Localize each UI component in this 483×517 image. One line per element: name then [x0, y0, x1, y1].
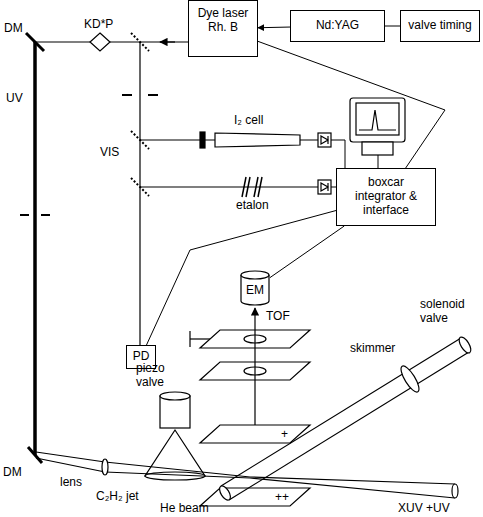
- part-label: lens: [60, 476, 82, 490]
- etalon: [258, 177, 262, 197]
- aperture: [20, 214, 29, 216]
- computer-monitor: [356, 103, 399, 135]
- node-text: Dye laser Rh. B: [193, 7, 253, 35]
- beam-splitter: [131, 33, 149, 196]
- visible-beam: [36, 42, 318, 345]
- ground-symbol: [189, 331, 190, 347]
- etalon: [246, 177, 250, 197]
- he-beam: [217, 484, 232, 502]
- visible-beam: [160, 41, 175, 42]
- uv-beam: [33, 42, 37, 455]
- visible-beam: [140, 186, 318, 187]
- photodiode: [321, 183, 328, 191]
- part-label: I₂ cell: [234, 114, 263, 128]
- tof-arrow: [254, 308, 255, 425]
- beam-label: VIS: [100, 146, 119, 160]
- laser-box: Nd:YAG: [290, 10, 385, 42]
- aperture: [41, 214, 50, 216]
- dichroic-mirror: [28, 447, 42, 463]
- laser-beam: [102, 459, 108, 475]
- he-beam: [398, 364, 422, 395]
- part-label: KD*P: [84, 18, 113, 32]
- piezo-valve: [160, 396, 190, 428]
- laser-beam: [36, 458, 105, 472]
- signal-wire: [378, 155, 379, 168]
- part-label: TOF: [266, 310, 290, 324]
- signal-line: [270, 226, 344, 278]
- photodiode: [318, 180, 331, 194]
- node-text: boxcar integrator & interface: [341, 176, 431, 217]
- uv-beam: [33, 42, 37, 455]
- tof-arrow: [254, 308, 255, 425]
- aperture: [122, 94, 132, 96]
- laser-beam: [105, 472, 250, 478]
- dichroic-mirror: [26, 33, 44, 51]
- cylinder-outline: [241, 271, 269, 279]
- node-text: EM: [246, 284, 264, 298]
- laser-beam: [105, 462, 250, 477]
- dichroic-mirror: [26, 33, 44, 463]
- part-label: DM: [4, 22, 23, 36]
- he-beam: [229, 352, 469, 500]
- beam-label: He beam: [160, 502, 209, 516]
- electron-multiplier: EM: [240, 270, 270, 306]
- part-label: skimmer: [350, 342, 395, 356]
- tof-plate: [200, 425, 310, 443]
- beam-splitter: [131, 33, 149, 51]
- visible-beam: [139, 42, 140, 345]
- computer-monitor: [362, 142, 393, 155]
- part-label: DM: [3, 466, 22, 480]
- voltage-sign: +: [280, 428, 289, 442]
- iodine-cell: [200, 132, 205, 148]
- computer-monitor: [350, 98, 405, 142]
- voltage-sign: ++: [274, 491, 290, 505]
- piezo-valve: [160, 392, 190, 400]
- aperture: [20, 95, 158, 215]
- ground-symbol: [190, 331, 210, 347]
- kdp-crystal: [90, 33, 110, 51]
- tof-plate: [200, 488, 310, 506]
- signal-line: [258, 41, 445, 168]
- iodine-cell: [215, 133, 300, 147]
- part-label: solenoid valve: [420, 298, 478, 326]
- photodiode: [318, 133, 331, 194]
- beam-label: XUV +UV: [398, 502, 450, 516]
- node-text: Nd:YAG: [316, 19, 359, 33]
- photodiode: [318, 133, 331, 147]
- he-beam: [221, 338, 461, 486]
- part-label: etalon: [236, 199, 269, 213]
- signal-line: [146, 211, 336, 345]
- etalon: [254, 177, 258, 197]
- aperture: [148, 94, 158, 96]
- part-label: piezo valve: [136, 362, 176, 390]
- ground-symbol: [190, 338, 210, 339]
- visible-beam: [36, 41, 188, 42]
- part-label: C₂H₂ jet: [96, 490, 139, 504]
- signal-line: [385, 26, 400, 27]
- laser-box: Dye laser Rh. B: [188, 0, 258, 57]
- electronics-box: boxcar integrator & interface: [336, 168, 436, 226]
- iodine-cell: [200, 132, 300, 148]
- computer-monitor: [359, 110, 396, 130]
- signal-wire: [331, 140, 345, 168]
- laser-beam: [452, 484, 458, 498]
- kdp-crystal: [90, 33, 110, 51]
- node-text: valve timing: [408, 19, 471, 33]
- etalon: [242, 177, 262, 197]
- beam-splitter: [131, 131, 149, 149]
- beam-label: UV: [6, 92, 23, 106]
- etalon: [242, 177, 246, 197]
- photodiode: [321, 136, 328, 144]
- computer-monitor: [350, 98, 405, 155]
- beam-splitter: [131, 178, 149, 196]
- controller-box: valve timing: [400, 10, 480, 42]
- signal-line: [258, 27, 290, 29]
- he-beam: [217, 335, 473, 502]
- he-beam: [457, 335, 473, 355]
